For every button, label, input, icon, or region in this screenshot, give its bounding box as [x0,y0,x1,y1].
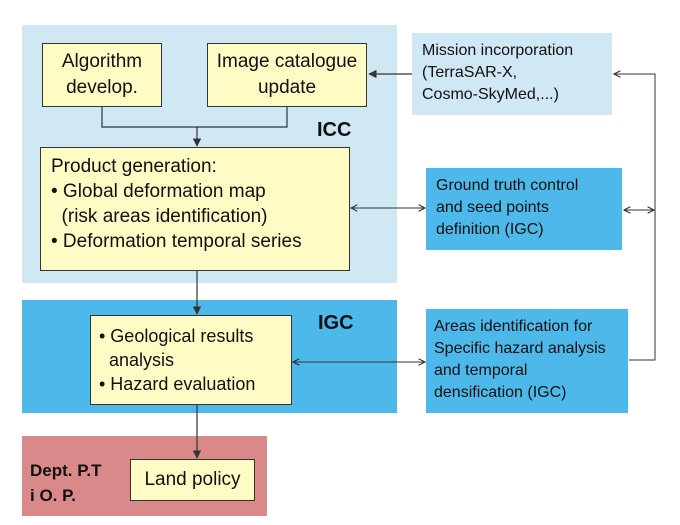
mission-line-3: Cosmo-SkyMed,...) [422,86,559,103]
igc-label: IGC [318,312,354,334]
mission-line-2: (TerraSAR-X, [422,64,518,81]
ground-line-2: and seed points [436,199,549,216]
product-line-3: (risk areas identification) [51,206,268,227]
ground-line-1: Ground truth control [436,177,579,194]
product-line-1: Product generation: [51,156,217,177]
land-policy-box: Land policy [130,459,255,501]
product-line-4: • Deformation temporal series [51,231,302,252]
areas-identification-box: Areas identification for Specific hazard… [426,309,628,413]
ground-line-3: definition (IGC) [436,221,544,238]
geological-line-2: analysis [99,350,175,370]
connector-catalogue-to-merge [197,107,288,128]
areas-line-4: densification (IGC) [434,384,567,401]
catalogue-line-2: update [257,77,317,98]
catalogue-line-1: Image catalogue [216,51,358,72]
mission-line-1: Mission incorporation [422,42,574,59]
feedback-loop-line [614,74,656,361]
ground-truth-box: Ground truth control and seed points def… [426,168,622,250]
algorithm-development-box: Algorithm develop. [42,43,162,107]
algorithm-line-2: develop. [66,77,138,98]
areas-line-2: Specific hazard analysis [434,340,606,357]
geological-results-box: • Geological results analysis • Hazard e… [90,315,292,405]
product-generation-box: Product generation: • Global deformation… [40,147,350,271]
dept-label-line-2: i O. P. [30,486,76,505]
dept-label: Dept. P.T i O. P. [30,458,101,508]
areas-line-3: and temporal [434,362,528,379]
algorithm-line-1: Algorithm [61,51,143,72]
image-catalogue-box: Image catalogue update [207,43,367,107]
product-line-2: • Global deformation map [51,181,266,202]
dept-label-line-1: Dept. P.T [30,461,102,480]
icc-label: ICC [317,119,352,141]
geological-line-1: • Geological results [99,326,254,346]
areas-line-1: Areas identification for [434,318,593,335]
geological-line-3: • Hazard evaluation [99,374,256,394]
mission-incorporation-box: Mission incorporation (TerraSAR-X, Cosmo… [412,33,612,115]
connector-algorithm-to-merge [101,107,197,128]
